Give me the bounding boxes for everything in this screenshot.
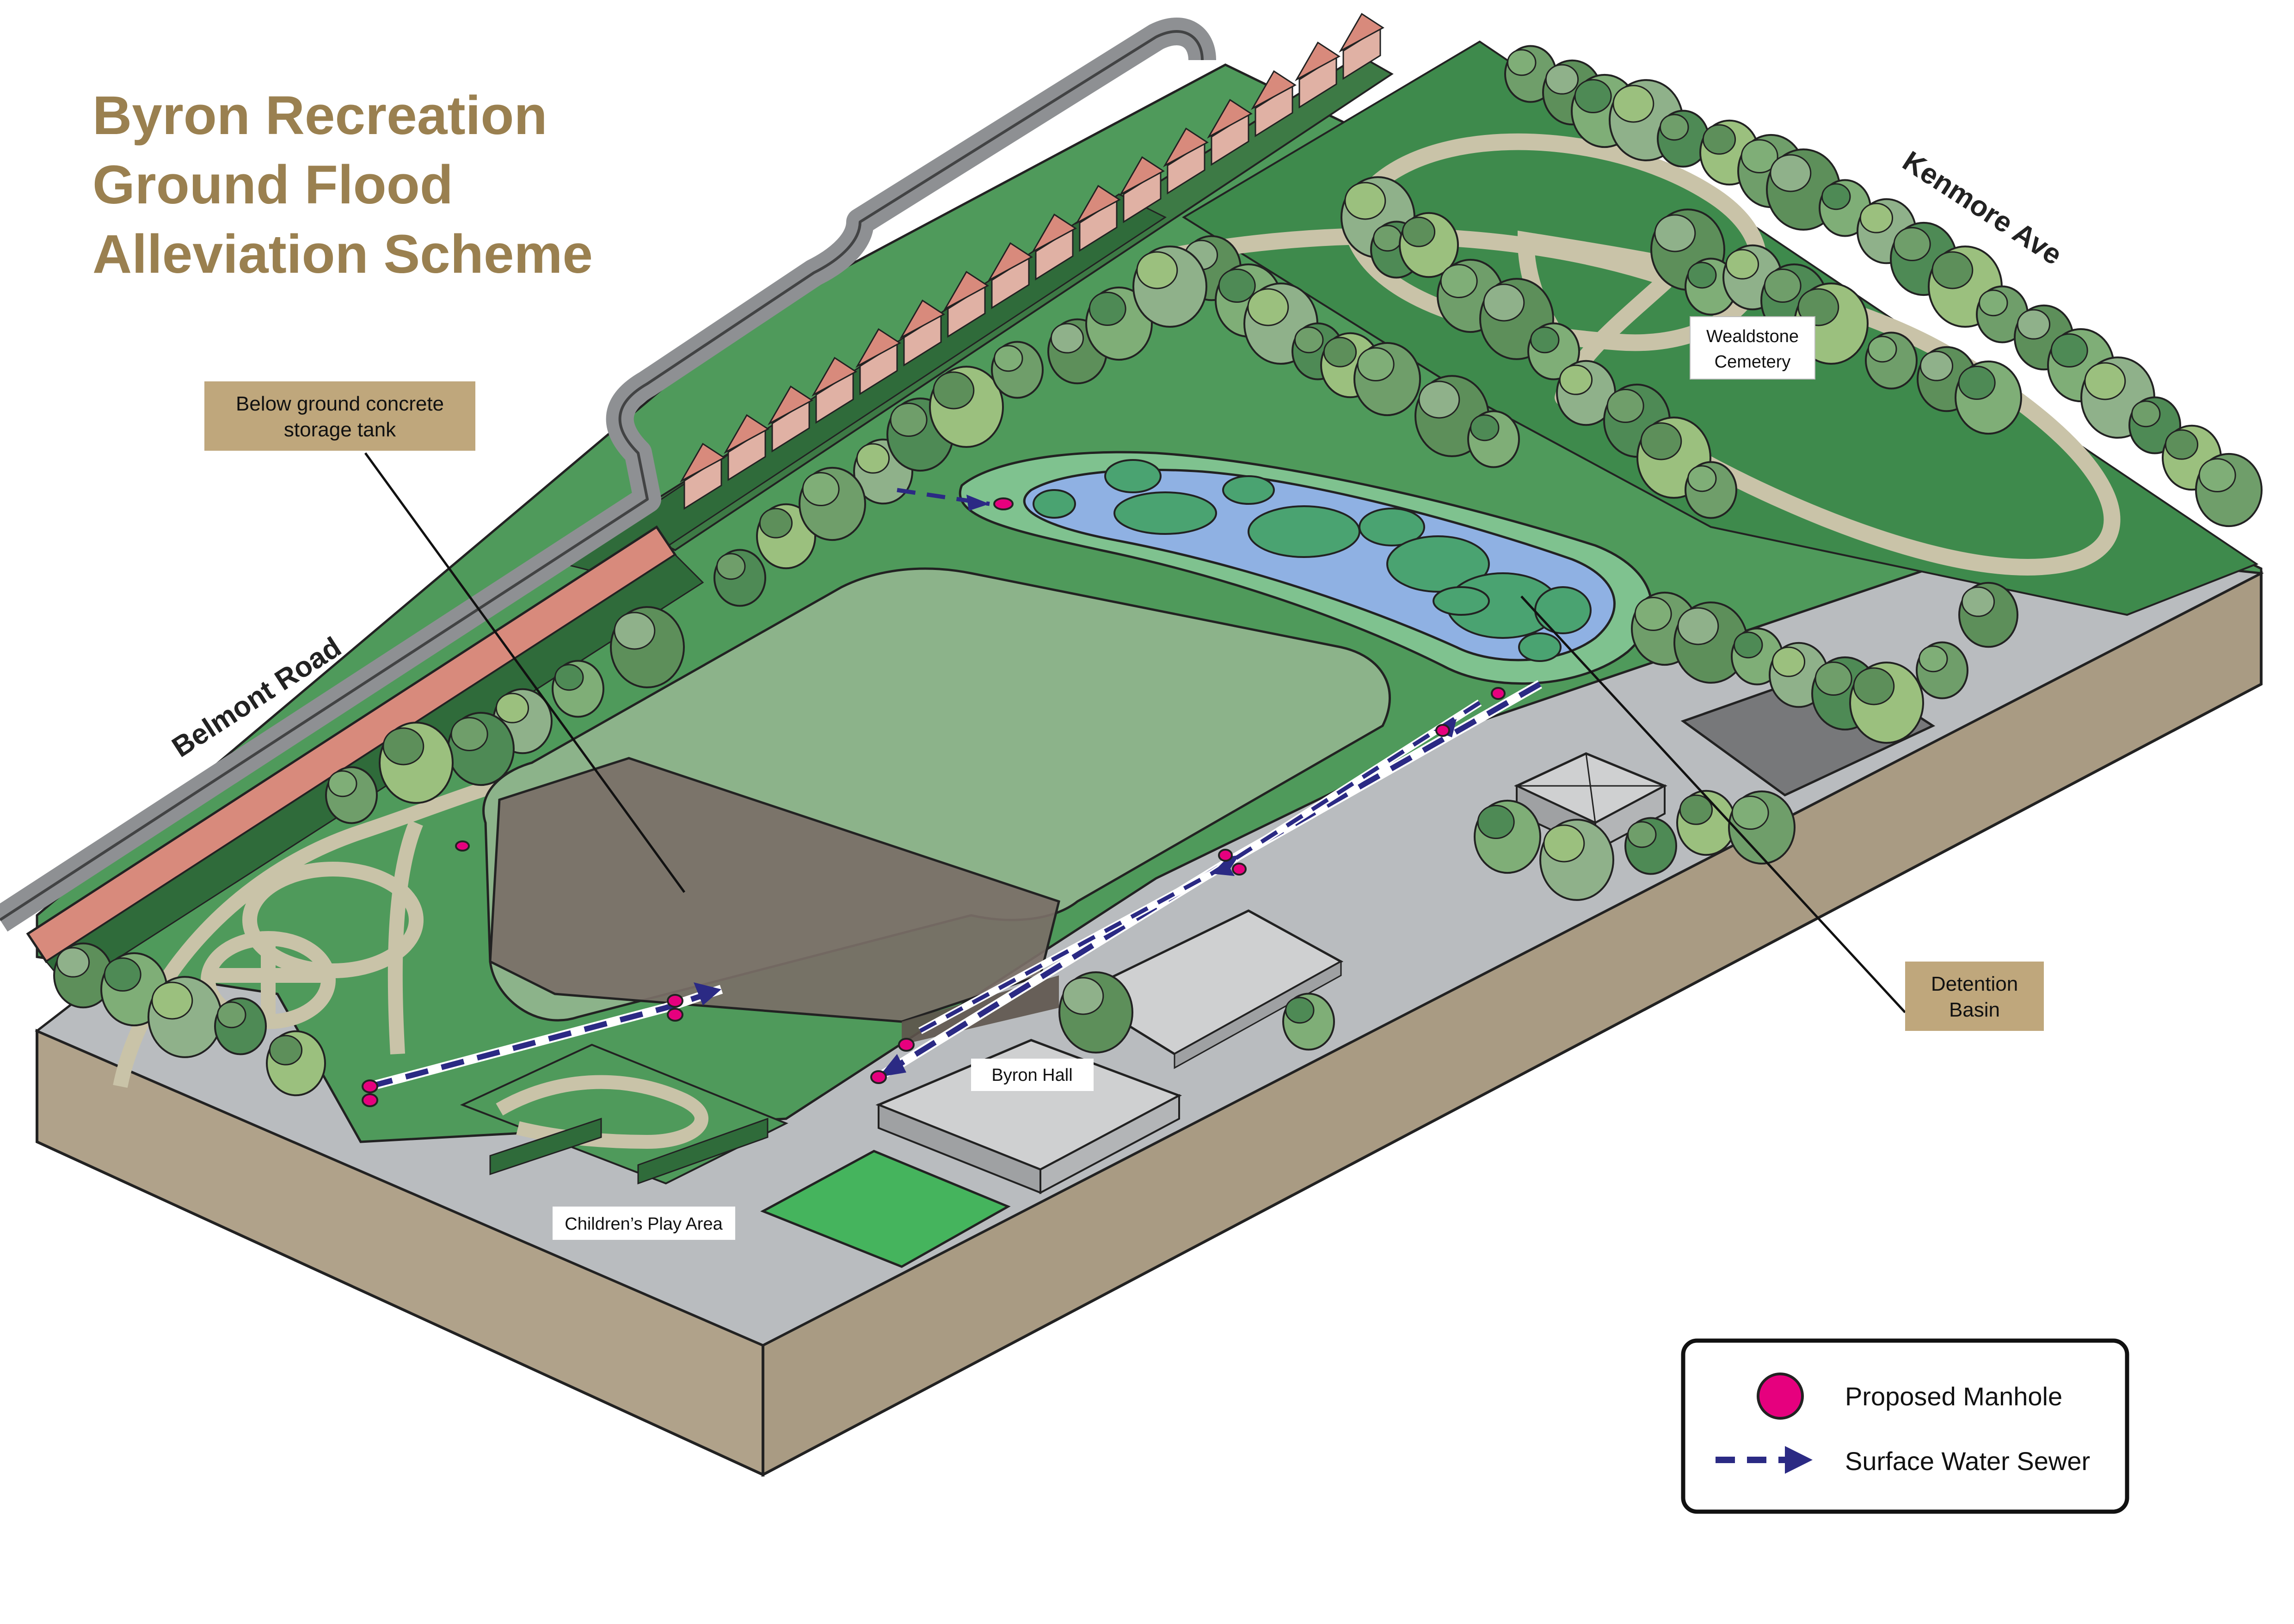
house [680, 442, 726, 510]
sewer-arrowhead [1212, 860, 1235, 876]
legend-manhole-label: Proposed Manhole [1845, 1382, 2062, 1411]
surface-water-sewer [369, 488, 1542, 1091]
tree [1955, 360, 2022, 435]
legend-sewer-label: Surface Water Sewer [1845, 1446, 2090, 1476]
house [724, 414, 769, 481]
tree [1527, 322, 1580, 380]
tree [266, 1030, 326, 1097]
legend: Proposed Manhole Surface Water Sewer [1681, 1338, 2129, 1514]
title-line: Alleviation Scheme [92, 224, 593, 285]
house [812, 356, 857, 424]
manhole-legend-icon [1757, 1373, 1804, 1420]
tree [756, 503, 816, 570]
tree [1399, 212, 1459, 278]
house [943, 270, 989, 338]
play-area-label: Children’s Play Area [553, 1207, 735, 1240]
cemetery-label-text: Wealdstone [1706, 327, 1799, 346]
tree [1685, 461, 1737, 519]
legend-box [1681, 1338, 2129, 1514]
tree [1085, 286, 1153, 361]
proposed-manholes [362, 497, 1506, 1107]
play-area-label-text: Children’s Play Area [565, 1214, 723, 1234]
byron-hall-label: Byron Hall [971, 1059, 1094, 1091]
tree [447, 711, 515, 786]
tank-leader-line [364, 452, 686, 893]
storage-tank [489, 757, 1060, 1023]
belmont-road-edge [0, 30, 1204, 921]
sewer-arrowhead [694, 982, 721, 1005]
green-court [760, 1150, 1011, 1268]
page-title: Byron Recreation Ground Flood Alleviatio… [92, 85, 593, 285]
house [1031, 213, 1077, 281]
house [1339, 12, 1384, 80]
tree [1539, 819, 1614, 901]
basin-callout-text: Basin [1949, 999, 2000, 1021]
tree [2195, 453, 2263, 527]
house [1295, 41, 1341, 109]
sewer-legend-arrowhead [1785, 1446, 1813, 1474]
tree [325, 766, 378, 824]
title-line: Ground Flood [92, 154, 453, 215]
byron-hall-label-text: Byron Hall [991, 1066, 1072, 1085]
tree [1058, 971, 1133, 1054]
tree [1676, 790, 1736, 856]
house [1207, 98, 1253, 166]
sports-building [1075, 909, 1344, 1069]
trees [53, 45, 2263, 1097]
tree [1467, 410, 1520, 468]
house [768, 385, 813, 453]
tree [1282, 993, 1335, 1051]
house [855, 328, 901, 395]
cemetery-label: Wealdstone Cemetery [1690, 316, 1815, 380]
tree [1353, 342, 1421, 417]
house [987, 242, 1033, 309]
childrens-play-area [460, 1043, 788, 1185]
tree [1958, 582, 2018, 648]
tree [1474, 799, 1541, 874]
cemetery-label-text: Cemetery [1715, 352, 1791, 372]
tree [148, 976, 222, 1058]
basin-callout-text: Detention [1931, 973, 2018, 995]
tree [929, 366, 1004, 448]
tree [1728, 790, 1796, 865]
tree [991, 341, 1044, 399]
tree [1624, 817, 1677, 875]
house [899, 299, 945, 367]
tree [214, 997, 267, 1055]
tank-callout-text: Below ground concrete [236, 392, 444, 415]
tree [379, 722, 454, 804]
terraced-houses [680, 12, 1384, 510]
tank-callout-text: storage tank [284, 418, 396, 441]
tree [1132, 245, 1207, 328]
tree [1865, 331, 1918, 390]
tree [1243, 282, 1318, 365]
tree [552, 660, 604, 718]
basin-islands [1033, 459, 1592, 662]
tree [1556, 360, 1616, 426]
tree [53, 942, 113, 1009]
tree [610, 606, 685, 688]
title-line: Byron Recreation [92, 85, 547, 146]
tree [713, 549, 766, 607]
tree [1916, 641, 1968, 699]
sewer-arrowhead [879, 1054, 906, 1077]
basin-callout: Detention Basin [1905, 962, 2044, 1031]
house [1075, 184, 1121, 252]
tank-callout: Below ground concrete storage tank [204, 381, 475, 451]
house [1119, 156, 1165, 223]
house [1251, 70, 1297, 137]
tree [1849, 662, 1924, 744]
sewer-arrowhead [966, 495, 990, 511]
basin-leader-line [1520, 595, 1906, 1013]
house [1163, 127, 1209, 195]
tree [799, 466, 866, 541]
